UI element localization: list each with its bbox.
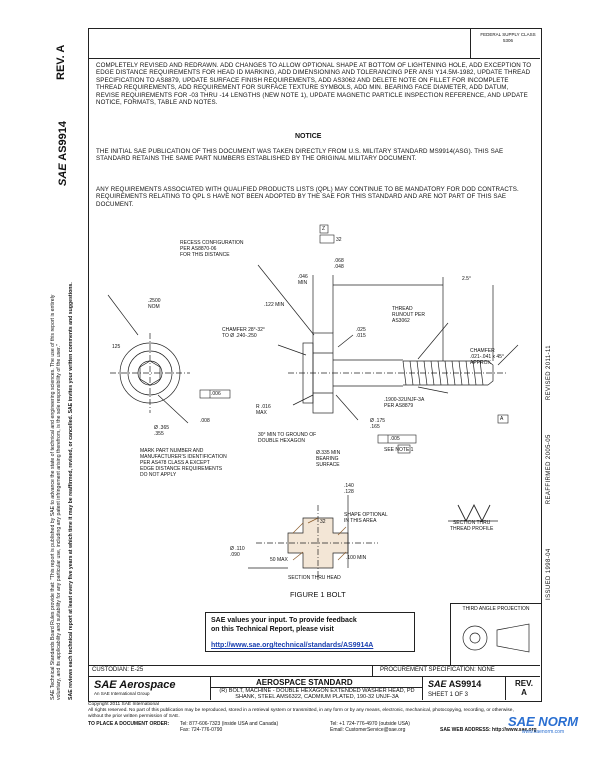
footer-tel1: Tel: 877-606-7323 (inside USA and Canada… xyxy=(180,721,279,727)
feedback-box: SAE values your input. To provide feedba… xyxy=(205,612,415,652)
label-r: R .016 MAX xyxy=(256,404,271,416)
footer-fax: Fax: 724-776-0790 xyxy=(180,727,223,733)
figure-caption: FIGURE 1 BOLT xyxy=(290,590,346,599)
label-recess-config: RECESS CONFIGURATION PER AS8870-06 FOR T… xyxy=(180,240,244,258)
notice-paragraph-2: ANY REQUIREMENTS ASSOCIATED WITH QUALIFI… xyxy=(96,186,519,208)
label-chamfer: CHAMFER 28°-32° TO Ø .240-.250 xyxy=(222,327,265,339)
title-rev: REV. A xyxy=(515,679,533,697)
projection-symbol xyxy=(462,623,530,653)
margin-line-2: voluntary, and its applicability and sui… xyxy=(56,344,62,700)
label-double-hex: 30° MIN TO GROUND OF DOUBLE HEXAGON xyxy=(258,432,317,444)
supply-class-stamp: FEDERAL SUPPLY CLASS 5306 xyxy=(480,32,536,43)
label-d175: Ø .175 .165 xyxy=(370,418,386,430)
label-tol1: .006 xyxy=(211,391,221,397)
bolt-drawing xyxy=(107,224,519,580)
sae-aerospace-logo: SAE Aerospace An SAE International Group xyxy=(94,679,176,696)
label-d110: Ø .110 .090 xyxy=(230,546,245,558)
label-surf3: 125 xyxy=(112,344,121,350)
label-d100min: .100 MIN xyxy=(346,555,367,561)
label-d250: .2500 NOM xyxy=(148,298,161,310)
third-angle-box: THIRD ANGLE PROJECTION xyxy=(450,603,541,666)
label-datum-z: Z xyxy=(322,226,326,232)
label-d025: .025 .015 xyxy=(356,327,366,339)
third-angle-label: THIRD ANGLE PROJECTION xyxy=(462,606,530,612)
custodian: CUSTODIAN: E-25 xyxy=(92,667,144,673)
margin-line-3: SAE reviews each technical report at lea… xyxy=(68,282,74,700)
sheet-number: SHEET 1 OF 3 xyxy=(428,692,468,698)
document-frame xyxy=(88,28,542,702)
label-thread-runout: THREAD RUNOUT PER AS3062 xyxy=(392,306,425,324)
left-header-strip: REV. A SAE AS9914 xyxy=(47,28,87,208)
watermark-logo: SAE NORM www.saenorm.com xyxy=(507,714,579,735)
label-section-thread: SECTION THRU THREAD PROFILE xyxy=(450,520,494,532)
standard-title: AEROSPACE STANDARD xyxy=(256,678,353,687)
notice-title: NOTICE xyxy=(295,133,322,140)
procurement: PROCUREMENT SPECIFICATION: NONE xyxy=(380,667,495,673)
footer-tel2: Tel: +1 724-776-4970 (outside USA) xyxy=(330,721,410,727)
feedback-line-1: SAE values your input. To provide feedba… xyxy=(211,617,357,624)
right-margin-dates: ISSUED 1998-04 REAFFIRMED 2005-05 REVISE… xyxy=(546,345,552,600)
margin-rules-text: SAE Technical Standards Board Rules prov… xyxy=(50,140,74,700)
label-mark: MARK PART NUMBER AND MANUFACTURER'S IDEN… xyxy=(140,448,227,478)
notice-paragraph-1: THE INITIAL SAE PUBLICATION OF THIS DOCU… xyxy=(96,148,504,163)
footer-web[interactable]: SAE WEB ADDRESS: http://www.sae.org xyxy=(440,727,537,733)
label-see-note: SEE NOTE 1 xyxy=(384,447,414,453)
label-d068: .068 .048 xyxy=(334,258,344,270)
label-shape-optional: SHAPE OPTIONAL IN THIS AREA xyxy=(344,512,388,524)
rev-left: REV. A xyxy=(55,44,67,80)
label-d140: .140 .128 xyxy=(344,483,354,495)
label-surf1: 32 xyxy=(336,237,342,243)
label-d50max: 50 MAX xyxy=(270,557,288,563)
label-thread-spec: .1900-32UNJF-3A PER AS8879 xyxy=(384,397,425,409)
footer-email: Email: CustomerService@sae.org xyxy=(330,727,406,733)
docnum-left: SAE AS9914 xyxy=(57,120,69,186)
label-angle: 2.5° xyxy=(462,276,471,282)
label-d046: .046 MIN xyxy=(298,274,308,286)
feedback-line-2: on this Technical Report, please visit xyxy=(211,626,334,633)
footer-copyright: Copyright 2011 SAE International xyxy=(88,702,159,707)
footer-rights: All rights reserved. No part of this pub… xyxy=(88,708,514,719)
label-bearing: Ø.335 MIN BEARING SURFACE xyxy=(316,450,341,468)
label-surf2: 32 xyxy=(320,519,326,525)
label-section-head: SECTION THRU HEAD xyxy=(288,575,341,581)
label-tol3: .008 xyxy=(200,418,210,424)
label-tol2: .005 xyxy=(390,436,400,442)
label-d365: Ø .365 .355 xyxy=(154,425,170,437)
title-doc-number: SAE AS9914 xyxy=(428,679,482,689)
rationale-body: COMPLETELY REVISED AND REDRAWN. ADD CHAN… xyxy=(96,62,532,107)
label-d122: .122 MIN xyxy=(264,302,285,308)
part-description: (R) BOLT, MACHINE - DOUBLE HEXAGON EXTEN… xyxy=(219,688,415,700)
feedback-link[interactable]: http://www.sae.org/technical/standards/A… xyxy=(211,642,374,649)
footer-order-label: TO PLACE A DOCUMENT ORDER: xyxy=(88,721,170,727)
label-datum-a: A xyxy=(500,416,504,422)
label-chamfer2: CHAMFER .021-.041 x 45° APPROX xyxy=(470,348,504,366)
